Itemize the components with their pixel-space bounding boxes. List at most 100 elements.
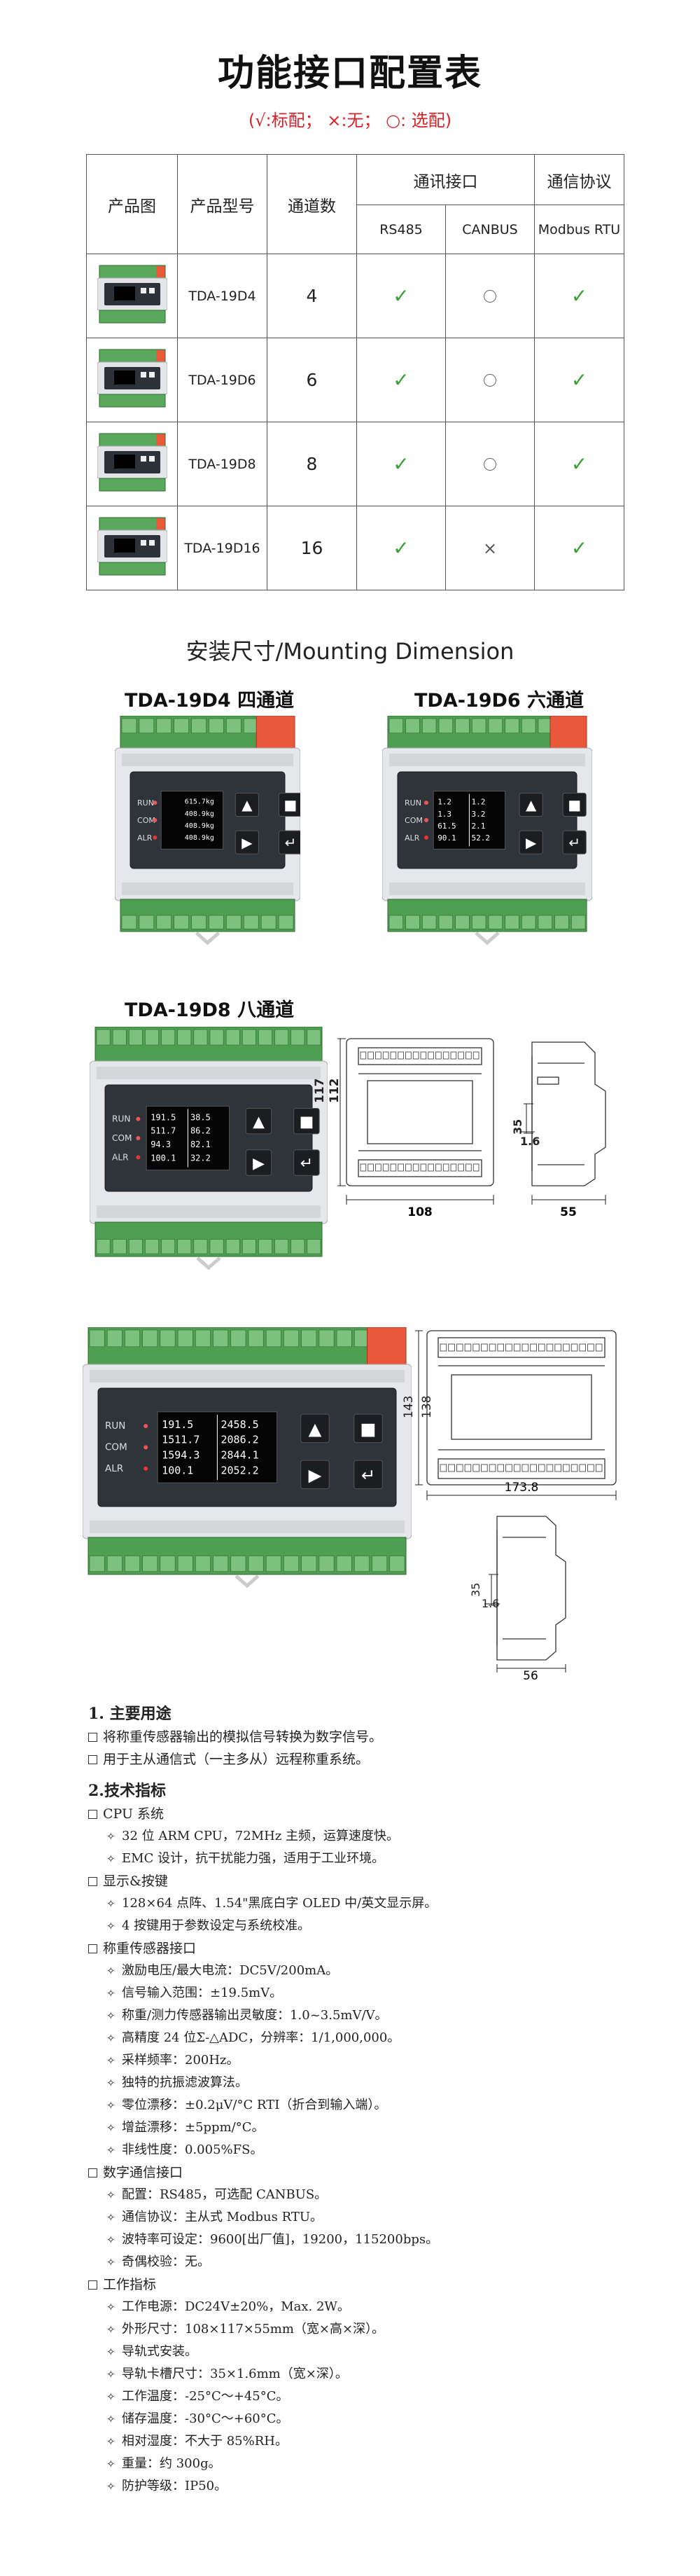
- terminal-screw: [422, 718, 437, 734]
- terminal-screw: [538, 915, 552, 929]
- terminal-slot: [587, 1343, 594, 1352]
- rs485-cell: ✓: [356, 422, 446, 506]
- diamond-bullet-icon: ✧: [106, 2032, 115, 2044]
- terminal-screw: [336, 1556, 352, 1572]
- screen-value: 2.1: [471, 822, 485, 831]
- indicator-label: RUN: [112, 1114, 130, 1124]
- terminal-slot: [513, 1343, 521, 1352]
- spec-item: ✧增益漂移：±5ppm/°C。: [88, 2117, 648, 2139]
- terminal-slot: [595, 1343, 603, 1352]
- dim-rail-35-large: 35: [469, 1582, 482, 1597]
- terminal-slot: [440, 1464, 447, 1472]
- terminal-slot: [489, 1464, 496, 1472]
- terminal-slot: [497, 1464, 505, 1472]
- terminal-screw: [422, 915, 437, 929]
- terminal-screw: [301, 1329, 317, 1348]
- channels-cell: 16: [267, 506, 357, 590]
- key-button: [562, 792, 587, 817]
- channels-cell: 6: [267, 338, 357, 422]
- dim-rail-1-6: 1.6: [520, 1135, 540, 1148]
- din-clip: [195, 932, 220, 946]
- panel-key: ▲: [519, 792, 543, 817]
- key-button: [519, 830, 543, 854]
- modbus-cell: ✓: [534, 338, 624, 422]
- screen-value: 1511.7: [162, 1434, 200, 1446]
- terminal-screw: [258, 1239, 272, 1254]
- terminal-screw: [139, 718, 155, 734]
- terminal-slot: [464, 1464, 472, 1472]
- terminal-screw: [121, 915, 137, 929]
- label-strip-bottom: [122, 882, 293, 895]
- terminal-slot: [570, 1343, 578, 1352]
- header-image: 产品图: [86, 154, 178, 254]
- terminal-slot: [579, 1464, 586, 1472]
- indicator-led: [136, 1116, 141, 1121]
- spec-section: 1. 主要用途 将称重传感器输出的模拟信号转换为数字信号。 用于主从通信式（一主…: [88, 1702, 648, 2498]
- screen-value: 82.1: [190, 1140, 211, 1149]
- diamond-bullet-icon: ✧: [106, 2009, 115, 2022]
- dim-rail-1-6-large: 1.6: [482, 1597, 500, 1610]
- terminal-screw: [405, 915, 420, 929]
- terminal-slot: [405, 1051, 412, 1060]
- panel-key: ▶: [519, 830, 543, 854]
- terminal-screw: [191, 915, 206, 929]
- terminal-slot: [530, 1464, 537, 1472]
- header-model: 产品型号: [177, 154, 267, 254]
- spec-item: ✧激励电压/最大电流：DC5V/200mA。: [88, 1960, 648, 1982]
- terminal-screw: [505, 915, 519, 929]
- canbus-cell: [445, 422, 535, 506]
- key-button: [234, 830, 259, 854]
- key-button: [300, 1460, 330, 1490]
- terminal-screw: [472, 718, 486, 734]
- key-icon: ▲: [241, 797, 253, 813]
- spec-item: ✧导轨式安装。: [88, 2341, 648, 2363]
- spec-group-title: 显示&按键: [88, 1870, 648, 1892]
- terminal-screw: [128, 1239, 143, 1254]
- spec-item: ✧工作电源：DC24V±20%，Max. 2W。: [88, 2296, 648, 2318]
- panel-key: ▲: [300, 1413, 330, 1443]
- modbus-cell: ✓: [534, 506, 624, 590]
- terminal-slot: [442, 1051, 449, 1060]
- header-rs485: RS485: [356, 205, 446, 254]
- cross-icon: ×: [482, 538, 498, 558]
- terminal-slot: [368, 1163, 374, 1172]
- device-d8-drawing: RUNCOMALR191.5511.794.3100.138.586.282.1…: [89, 1026, 328, 1270]
- screen-value: 408.9kg: [185, 822, 214, 830]
- indicator-led: [136, 1155, 141, 1160]
- key-button: [293, 1107, 320, 1135]
- terminal-screw: [318, 1556, 335, 1572]
- diamond-bullet-icon: ✧: [106, 2323, 115, 2336]
- diamond-bullet-icon: ✧: [106, 1897, 115, 1910]
- indicator-label: ALR: [105, 1463, 123, 1474]
- header-comm-interface: 通讯接口: [356, 154, 535, 205]
- terminal-slot: [489, 1343, 496, 1352]
- terminal-screw: [191, 718, 206, 734]
- spec-item: ✧奇偶校验：无。: [88, 2251, 648, 2273]
- terminal-screw: [472, 915, 486, 929]
- terminal-screw: [258, 1029, 272, 1046]
- terminal-screw: [226, 718, 241, 734]
- terminal-slot: [428, 1051, 434, 1060]
- terminal-slot: [390, 1163, 397, 1172]
- diamond-bullet-icon: ✧: [106, 2390, 115, 2403]
- screen-value: 2086.2: [221, 1434, 259, 1446]
- canbus-cell: [445, 254, 535, 338]
- product-image-cell: [86, 506, 178, 590]
- screen-value: 32.2: [190, 1153, 211, 1163]
- key-button: [245, 1107, 272, 1135]
- product-thumbnail: [97, 349, 167, 407]
- terminal-slot: [513, 1464, 521, 1472]
- indicator-led: [424, 818, 428, 822]
- screen-value: 2052.2: [221, 1464, 259, 1476]
- screen-value: 52.2: [471, 833, 490, 843]
- terminal-screw: [161, 1029, 176, 1046]
- terminal-screw: [145, 1029, 159, 1046]
- terminal-screw: [160, 1556, 176, 1572]
- terminal-screw: [174, 718, 189, 734]
- checkbox-icon: [88, 2280, 97, 2290]
- spec-item: ✧独特的抗振滤波算法。: [88, 2072, 648, 2094]
- key-icon: ▶: [253, 1155, 265, 1172]
- terminal-block-red: [255, 715, 295, 749]
- check-icon: ✓: [570, 536, 588, 560]
